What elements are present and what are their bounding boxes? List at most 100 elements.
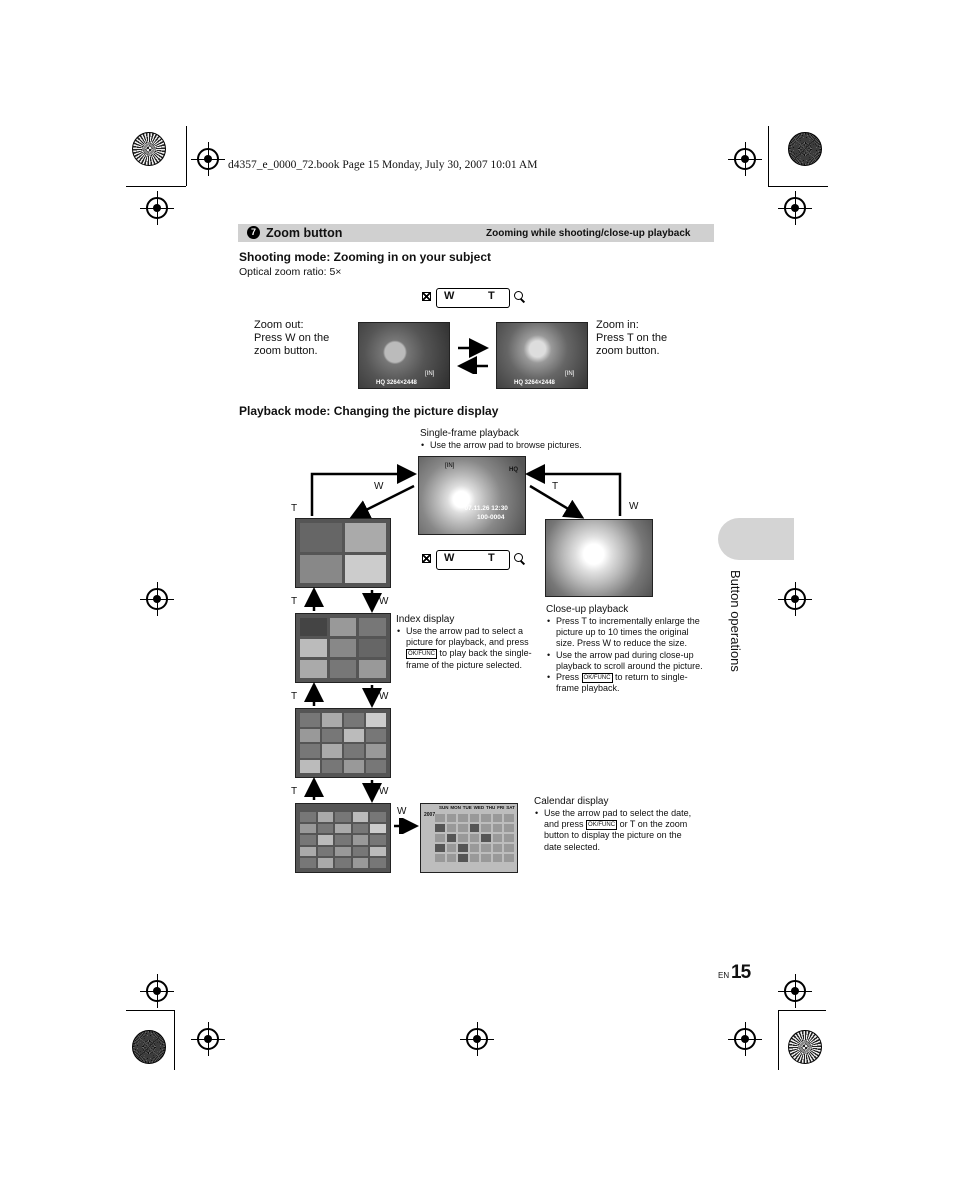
section-number-badge: 7 [247,226,260,239]
calendar-year: 2007 [424,812,436,818]
registration-mark-icon [728,142,762,176]
wide-icon [422,292,431,301]
footer-lang: EN [718,971,730,980]
index-bullet-part2: to play back the single-frame of the pic… [406,648,532,670]
weekday-mon: MON [450,805,461,810]
weekday-sat: SAT [506,805,515,810]
section-subtitle: Zooming while shooting/close-up playback [486,228,691,239]
side-tab [718,518,794,560]
weekday-sun: SUN [439,805,449,810]
registration-mark-icon [728,1022,762,1056]
zoom-ratio: Optical zoom ratio: 5× [239,266,342,278]
lcd-resolution: HQ 3264×2448 [376,380,417,386]
arrow-label-t: T [291,503,298,514]
arrow-label-t: T [291,786,298,797]
index-bullet: Use the arrow pad to select a picture fo… [397,626,542,671]
single-frame-bullet: Use the arrow pad to browse pictures. [420,440,582,451]
arrow-label-t: T [552,481,559,492]
arrow-label-t: T [291,596,298,607]
arrow-label-t: T [291,691,298,702]
ok-func-icon: OK/FUNC [586,819,618,830]
crop-mark [126,1010,174,1011]
magnify-icon [514,553,523,562]
closeup-screen [545,519,653,597]
weekday-tue: TUE [462,805,472,810]
playback-heading: Playback mode: Changing the picture disp… [239,404,499,418]
index-screen-16 [295,708,391,778]
registration-mark-icon [140,974,174,1008]
lcd-screenshot-tele: [IN] HQ 3264×2448 [496,322,588,389]
lcd-screenshot-wide: [IN] HQ 3264×2448 [358,322,450,389]
color-wheel-icon [788,132,822,166]
single-frame-screen: [IN] HQ '07.11.26 12:30 100-0004 [418,456,526,535]
zoom-out-label: Zoom out: Press W on the zoom button. [254,319,330,357]
closeup-title: Close-up playback [546,604,629,615]
single-frame-date: '07.11.26 12:30 [463,505,508,512]
zoom-w-label: W [444,290,455,302]
closeup-bullet-3b: to return to single-frame playback. [556,672,688,694]
registration-mark-icon [140,191,174,225]
weekday-thu: THU [486,805,496,810]
lcd-count: [IN] [565,371,575,377]
wide-icon [422,554,431,563]
calendar-weekdays: SUN MON TUE WED THU FRI SAT [439,805,515,810]
arrow-label-w: W [379,691,389,702]
weekday-fri: FRI [497,805,505,810]
registration-mark-icon [778,974,812,1008]
calendar-arrow [394,818,419,834]
single-frame-title: Single-frame playback [420,428,519,439]
zoom-t-label: T [488,290,495,302]
crop-mark [778,1010,779,1070]
zoom-w-label: W [444,552,455,564]
page-number: 15 [731,962,751,983]
crop-mark [186,126,187,186]
calendar-bullet: Use the arrow pad to select the date, an… [535,808,698,853]
arrow-label-w: W [379,786,389,797]
color-wheel-icon [788,1030,822,1064]
zoom-arrows [457,338,489,374]
crop-mark [778,1010,826,1011]
lcd-resolution: HQ 3264×2448 [514,380,555,386]
single-frame-hq: HQ [509,467,518,473]
zoom-switch: W T [422,550,526,570]
section-title: Zoom button [266,226,343,240]
zoom-switch-frame [436,288,510,308]
calendar-bullet-part1: Use the arrow pad to select the date, an… [544,808,692,830]
zoom-switch-frame [436,550,510,570]
ok-func-icon: OK/FUNC [581,672,613,683]
registration-mark-icon [778,191,812,225]
side-tab-label: Button operations [728,570,743,672]
arrow-label-w: W [379,596,389,607]
lcd-count: [IN] [425,371,435,377]
index-screen-4 [295,518,391,588]
shooting-heading: Shooting mode: Zooming in on your subjec… [239,250,491,264]
arrow-label-w: W [374,481,384,492]
crop-mark [768,186,828,187]
calendar-screen: 2007 SUN MON TUE WED THU FRI SAT [420,803,518,873]
single-frame-file: 100-0004 [477,514,505,521]
single-frame-in: [IN] [445,463,455,469]
registration-mark-icon [140,582,174,616]
closeup-bullet-2: Use the arrow pad during close-up playba… [547,650,706,672]
color-wheel-icon [132,132,166,166]
ok-func-icon: OK/FUNC [406,649,437,660]
index-bullet-part1: Use the arrow pad to select a picture fo… [406,626,529,648]
arrow-label-w: W [397,806,407,817]
index-bullets: Use the arrow pad to select a picture fo… [396,626,542,671]
single-frame-bullet-text: Use the arrow pad to browse pictures. [421,440,582,451]
crop-mark [174,1010,175,1070]
crop-mark [768,126,769,186]
index-screen-25 [295,803,391,873]
flow-arrows-vertical [304,587,382,803]
registration-mark-icon [460,1022,494,1056]
color-wheel-icon [132,1030,166,1064]
arrow-label-w: W [629,501,639,512]
calendar-bullet-part2: or T on the zoom button to display the p… [544,819,688,852]
section-bar [238,224,714,242]
calendar-bullets: Use the arrow pad to select the date, an… [534,808,698,853]
calendar-title: Calendar display [534,796,609,807]
closeup-bullet-1: Press T to incrementally enlarge the pic… [547,616,706,650]
index-title: Index display [396,614,455,625]
registration-mark-icon [191,1022,225,1056]
magnify-icon [514,291,523,300]
